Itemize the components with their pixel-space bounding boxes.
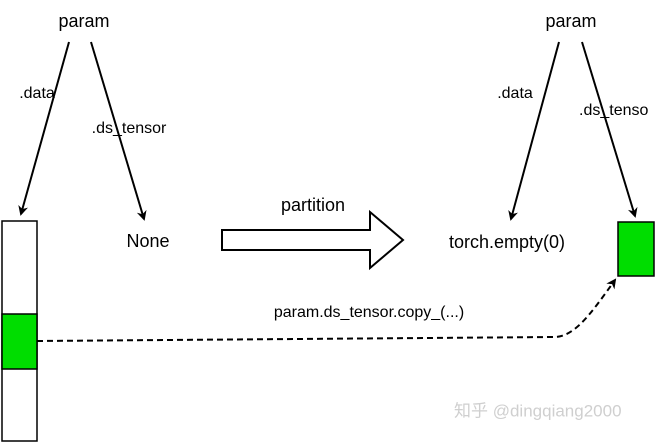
right-ds-tensor-block: [617, 221, 655, 277]
left-data-label: .data: [19, 85, 55, 102]
right-param-label: param: [545, 11, 597, 31]
right-ds-tensor-arrow: [581, 41, 638, 218]
right-data-label: .data: [497, 85, 533, 102]
torch-empty-label: torch.empty(0): [448, 232, 566, 252]
partition-label: partition: [280, 195, 346, 215]
right-data-arrow: [508, 41, 560, 221]
right-ds-tensor-label: .ds_tenso: [579, 102, 649, 119]
none-label: None: [126, 231, 170, 251]
left-param-label: param: [58, 11, 110, 31]
copy-label: param.ds_tensor.copy_(...): [273, 304, 465, 321]
left-data-arrow: [18, 41, 70, 216]
left-tensor-highlight-block: [1, 313, 38, 370]
left-ds-tensor-label: .ds_tensor: [91, 120, 167, 137]
partition-arrow: [221, 209, 405, 271]
watermark: 知乎 @dingqiang2000: [454, 401, 622, 421]
left-ds-tensor-arrow: [90, 41, 147, 221]
